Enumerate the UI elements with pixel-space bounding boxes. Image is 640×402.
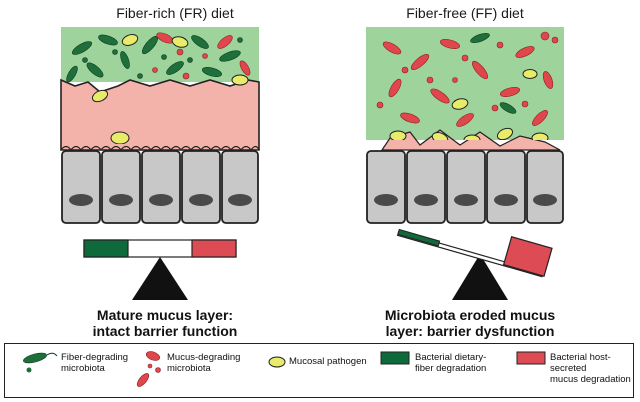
gut-illustration — [60, 27, 564, 300]
fr-epithelium — [60, 145, 260, 224]
fr-caption: Mature mucus layer: intact barrier funct… — [92, 307, 238, 339]
ff-fiber-block — [397, 228, 441, 247]
legend-fiber-degrading: Fiber-degrading microbiota — [61, 352, 129, 374]
legend-pathogen: Mucosal pathogen — [289, 356, 367, 367]
fr-balance-scale — [83, 239, 237, 300]
fr-mucus-block — [191, 239, 237, 258]
fiber-degradation-swatch — [380, 351, 410, 365]
legend-mucus-degrading: Mucus-degrading microbiota — [167, 352, 241, 374]
ff-bacteria-cluster — [376, 31, 559, 140]
legend-fiber-degradation: Bacterial dietary- fiber degradation — [415, 352, 487, 374]
fr-fiber-block — [83, 239, 129, 258]
fr-mucus-layer — [60, 78, 260, 151]
ff-caption: Microbiota eroded mucus layer: barrier d… — [384, 307, 556, 339]
fr-panel-title: Fiber-rich (FR) diet — [116, 5, 234, 21]
mucus-degradation-swatch — [516, 351, 546, 365]
fr-bacteria-cluster — [66, 32, 251, 144]
ff-epithelium — [366, 150, 564, 224]
pathogen-icon — [268, 356, 286, 368]
ff-mucus-block — [502, 236, 553, 277]
mucus-bacteria-icon — [136, 351, 161, 387]
legend-mucus-degradation: Bacterial host-secreted mucus degradatio… — [550, 352, 631, 385]
fiber-bacteria-icon — [23, 352, 58, 373]
ff-balance-scale — [396, 228, 553, 300]
ff-panel-title: Fiber-free (FF) diet — [406, 5, 524, 21]
legend: Fiber-degrading microbiota Mucus-degradi… — [4, 343, 634, 398]
